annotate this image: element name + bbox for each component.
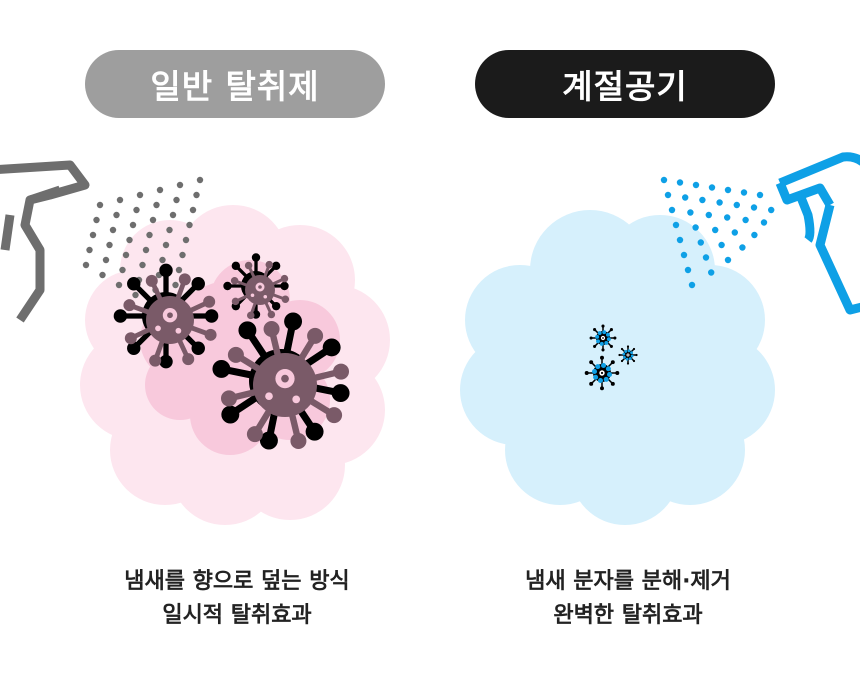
- mist-dot: [682, 194, 689, 201]
- mist-dot: [708, 184, 716, 191]
- mist-dot: [750, 204, 758, 211]
- mist-dot: [739, 244, 746, 251]
- caption-line-2: 완벽한 탈취효과: [553, 603, 703, 628]
- mist-dot: [768, 206, 775, 214]
- mist-dot: [692, 181, 700, 189]
- virus-icon: [584, 355, 620, 391]
- caption-line-1: 냄새 분자를 분해·제거: [525, 569, 731, 594]
- mist-dot: [166, 226, 173, 234]
- mist-dot: [702, 254, 710, 261]
- mist-dot: [115, 281, 123, 289]
- mist-dot: [156, 186, 164, 194]
- blue-clean-cloud: [460, 210, 775, 525]
- mist-dot: [193, 191, 200, 199]
- mist-dot: [96, 201, 104, 209]
- mist-dot: [175, 266, 183, 274]
- mist-dot: [724, 256, 732, 264]
- mist-dot: [149, 216, 157, 224]
- mist-dot: [142, 246, 150, 254]
- mist-dot: [159, 256, 166, 264]
- mist-dot: [712, 226, 719, 234]
- mist-dot: [93, 216, 100, 224]
- caption-line-1: 냄새를 향으로 덮는 방식: [124, 569, 350, 594]
- mist-dot: [162, 241, 170, 249]
- virus-icon: [618, 345, 638, 365]
- mist-dot: [724, 186, 732, 194]
- mist-dot: [733, 201, 740, 209]
- mist-dot: [676, 179, 684, 186]
- mist-dot: [99, 271, 106, 279]
- mist-dot: [136, 191, 144, 199]
- virus-icon: [113, 263, 219, 369]
- mist-dot: [687, 209, 694, 216]
- mist-dot: [139, 261, 146, 269]
- mist-dot: [153, 201, 160, 209]
- mist-dot: [668, 206, 676, 214]
- mist-dot: [173, 196, 180, 204]
- mist-dot: [133, 206, 140, 214]
- mist-dot: [82, 261, 90, 269]
- mist-dot: [132, 291, 139, 299]
- mist-dot: [740, 189, 748, 196]
- mist-dot: [751, 231, 758, 239]
- mist-dot: [89, 231, 97, 239]
- mist-dot: [106, 241, 113, 249]
- mist-dot: [176, 181, 184, 189]
- mist-dot: [172, 281, 179, 289]
- mist-dot: [182, 236, 190, 244]
- mist-dot: [179, 251, 186, 259]
- virus-icon: [223, 253, 290, 320]
- mist-dot: [760, 219, 768, 226]
- mist-dot: [697, 239, 704, 246]
- blue-spray-mist: [660, 176, 775, 289]
- mist-dot: [692, 224, 699, 231]
- mist-dot: [113, 211, 120, 219]
- brand-description: 냄새 분자를 분해·제거 완벽한 탈취효과: [448, 565, 808, 633]
- mist-dot: [109, 226, 117, 234]
- mist-dot: [672, 221, 680, 229]
- general-deodorizer-description: 냄새를 향으로 덮는 방식 일시적 탈취효과: [57, 565, 417, 633]
- gray-spray-bottle-icon: [0, 160, 90, 323]
- mist-dot: [116, 196, 124, 204]
- mist-dot: [724, 214, 731, 221]
- mist-dot: [676, 236, 684, 244]
- mist-dot: [699, 196, 706, 204]
- mist-dot: [708, 269, 715, 276]
- mist-dot: [189, 206, 197, 214]
- virus-icon: [589, 324, 617, 352]
- mist-dot: [126, 236, 133, 244]
- blue-spray-bottle-icon: [775, 152, 860, 315]
- mist-dot: [122, 251, 130, 259]
- virus-icon: [212, 312, 350, 450]
- mist-dot: [186, 221, 193, 229]
- mist-dot: [688, 281, 696, 289]
- mist-dot: [86, 246, 93, 254]
- mist-dot: [660, 176, 668, 184]
- mist-dot: [102, 256, 110, 264]
- mist-dot: [169, 211, 177, 219]
- mist-dot: [718, 241, 725, 249]
- mist-dot: [119, 266, 126, 274]
- odor-germs: [113, 253, 638, 450]
- mist-dot: [684, 266, 692, 274]
- brand-title: 계절공기: [562, 67, 688, 106]
- mist-dot: [705, 211, 712, 219]
- mist-dot: [742, 216, 749, 224]
- mist-dot: [680, 251, 688, 259]
- mist-dot: [716, 199, 723, 206]
- mist-dot: [664, 191, 672, 199]
- caption-line-2: 일시적 탈취효과: [162, 603, 312, 628]
- mist-dot: [731, 229, 738, 236]
- brand-label: 계절공기: [475, 50, 775, 118]
- general-deodorizer-title: 일반 탈취제: [150, 67, 320, 106]
- mist-dot: [146, 231, 153, 239]
- mist-dot: [756, 191, 764, 199]
- mist-dot: [196, 176, 204, 184]
- mist-dot: [129, 221, 137, 229]
- general-deodorizer-label: 일반 탈취제: [85, 50, 385, 118]
